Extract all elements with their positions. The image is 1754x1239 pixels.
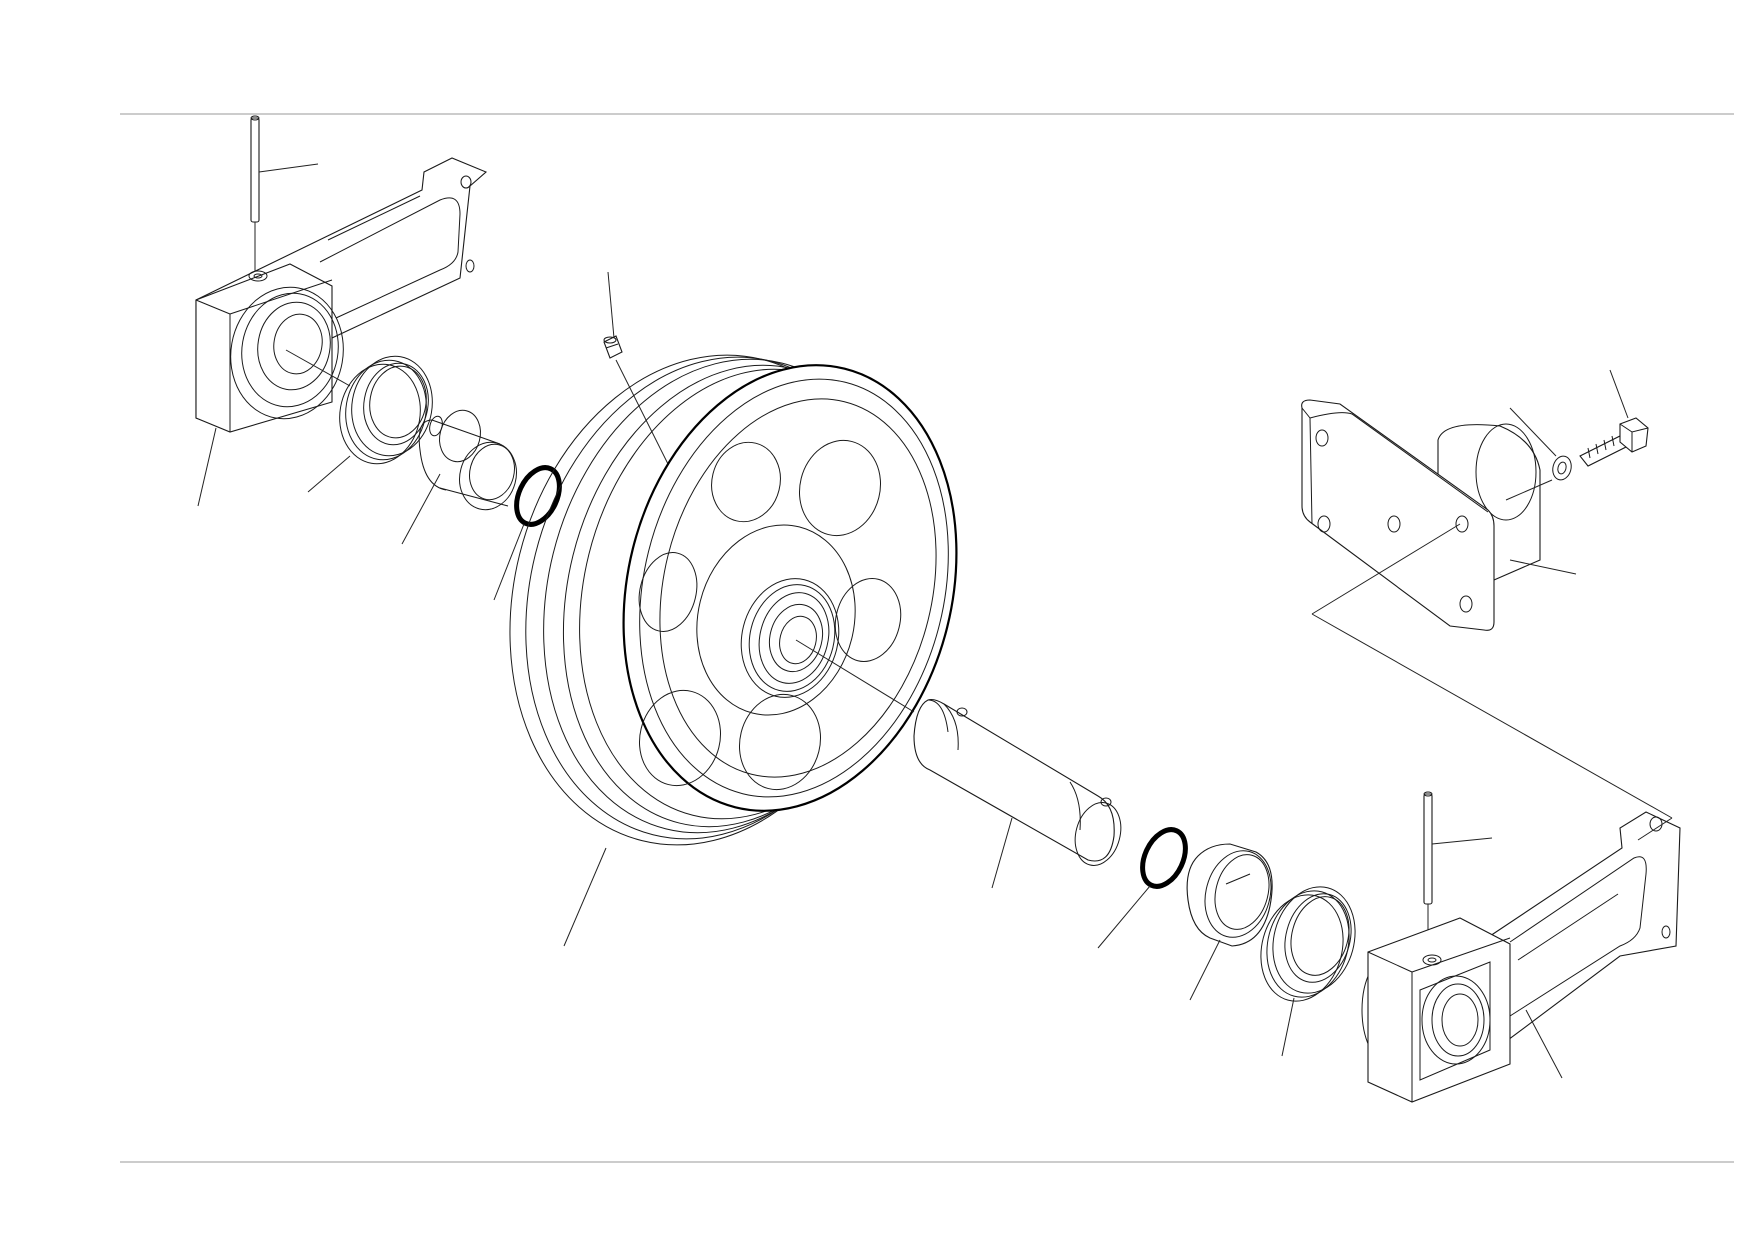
bolt-icon [1579, 369, 1649, 467]
pin-left-icon [250, 115, 319, 272]
bushing-left-icon [401, 409, 517, 545]
bushing-right-icon [1186, 843, 1273, 1001]
cover-plate-icon [1301, 399, 1673, 841]
shaft-icon [795, 639, 1122, 889]
bracket-right-icon [1361, 811, 1681, 1103]
idler-wheel-icon [509, 354, 958, 947]
seal-right-icon [1260, 886, 1356, 1057]
seal-left-icon [307, 355, 433, 493]
o-ring-left-icon [493, 465, 562, 601]
o-ring-right-icon [1097, 827, 1188, 949]
frame-lines [120, 113, 1734, 1163]
pin-right-icon [1423, 791, 1493, 948]
washer-icon [1509, 407, 1572, 481]
bracket-left-icon [195, 157, 488, 507]
